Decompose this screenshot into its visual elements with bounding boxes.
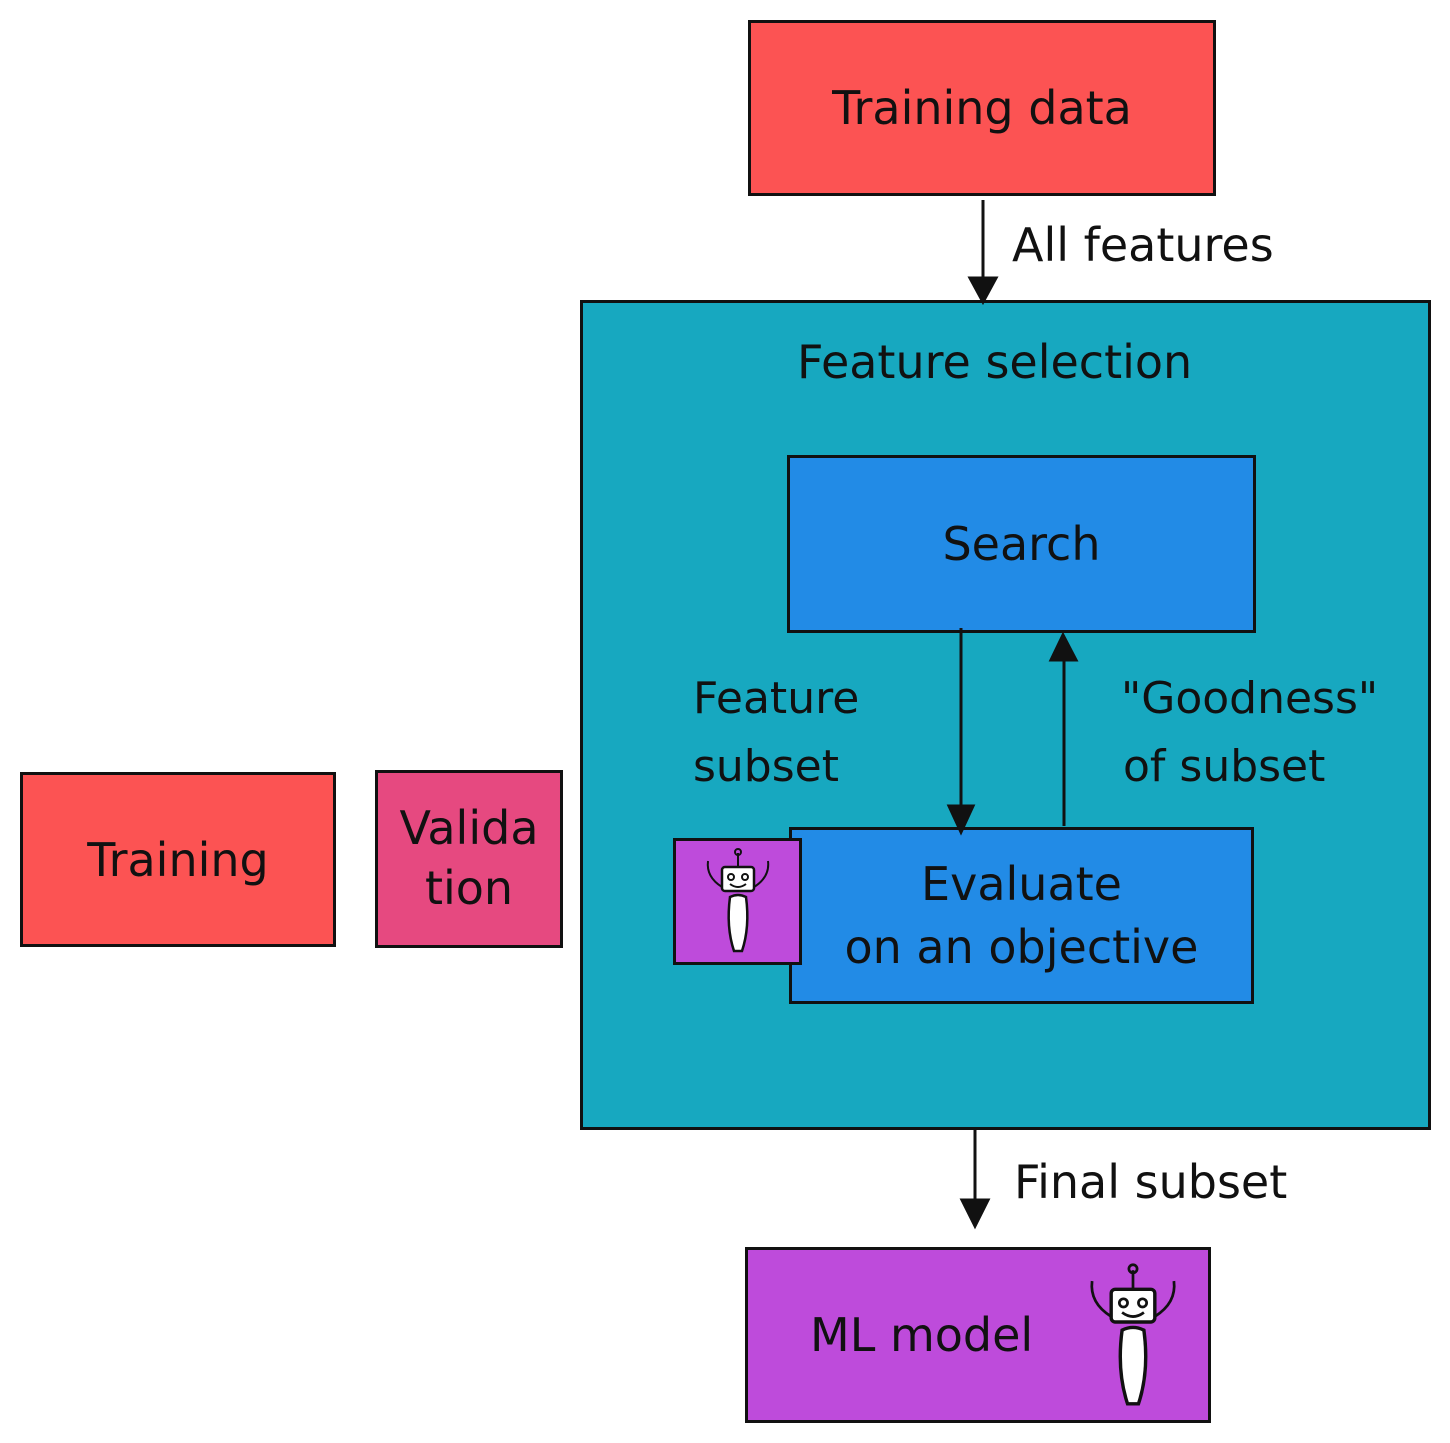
- final-subset-label: Final subset: [1014, 1155, 1288, 1209]
- feature-subset-label-line1: Feature: [693, 673, 860, 724]
- ml-model-box: ML model: [745, 1247, 1211, 1423]
- training-data-box: Training data: [748, 20, 1216, 196]
- robot-icon: [706, 847, 769, 952]
- robot-icon: [1090, 1263, 1176, 1406]
- training-data-label: Training data: [832, 81, 1132, 135]
- search-box: Search: [787, 455, 1256, 633]
- goodness-label-line1: "Goodness": [1121, 673, 1379, 724]
- robot-icon-box: [673, 838, 802, 965]
- search-label: Search: [942, 517, 1101, 571]
- arrow-head-all-features: [967, 276, 999, 306]
- validation-box: Valida tion: [375, 770, 563, 948]
- ml-model-label: ML model: [810, 1308, 1034, 1362]
- feature-selection-title: Feature selection: [797, 335, 1193, 389]
- all-features-label: All features: [1012, 218, 1274, 272]
- evaluate-label-line2: on an objective: [844, 919, 1199, 974]
- arrow-head-final-subset: [959, 1198, 991, 1230]
- feature-subset-label-line2: subset: [693, 741, 839, 792]
- evaluate-box: Evaluate on an objective: [789, 827, 1254, 1004]
- training-label: Training: [87, 832, 269, 887]
- goodness-label-line2: of subset: [1123, 741, 1326, 792]
- evaluate-label-line1: Evaluate: [921, 857, 1122, 912]
- validation-label-line1: Valida: [399, 801, 539, 856]
- arrow-head-feature-subset: [946, 804, 976, 836]
- validation-label-line2: tion: [424, 861, 514, 915]
- training-box: Training: [20, 772, 336, 947]
- arrow-head-goodness: [1048, 631, 1079, 662]
